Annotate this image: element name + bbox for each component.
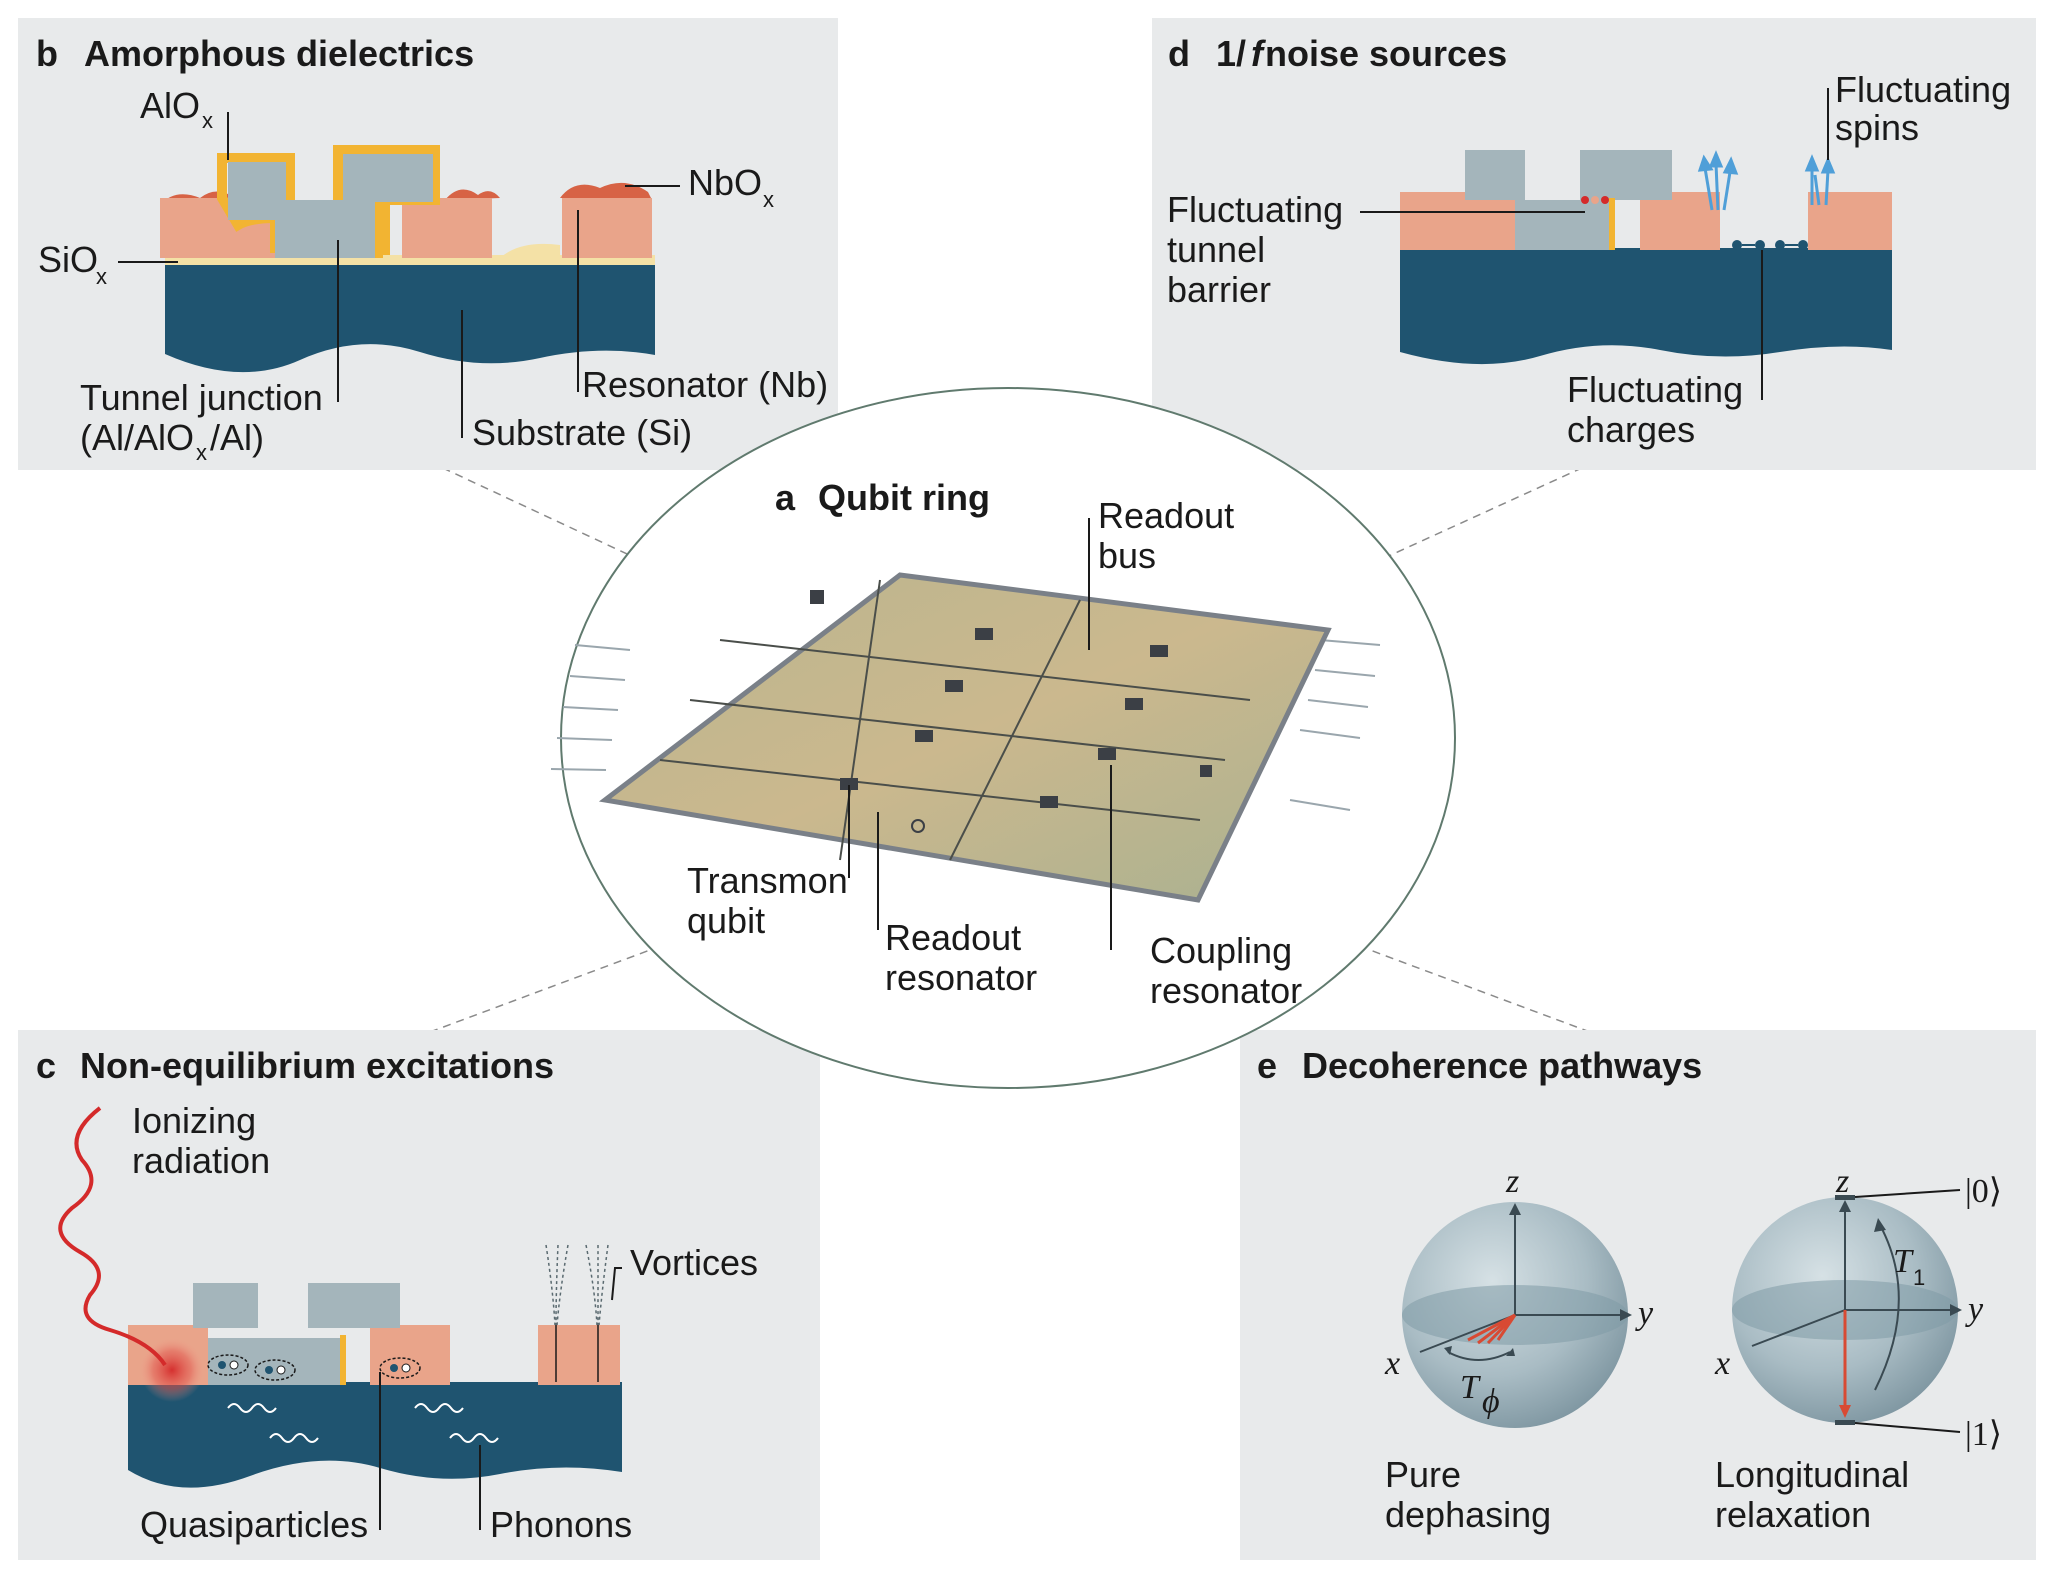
ket-zero-label: |0⟩	[1965, 1173, 2002, 1210]
panel-d: d 1/ f noise sources	[1152, 18, 2036, 470]
fluctuating-tunnel-line1: Fluctuating	[1167, 189, 1343, 230]
dephasing-z-axis-label: z	[1505, 1163, 1519, 1200]
panel-c-title: Non-equilibrium excitations	[80, 1045, 554, 1086]
t1-label: T	[1893, 1243, 1914, 1280]
t-phi-label: T	[1460, 1369, 1481, 1406]
siox-label: SiO	[38, 239, 98, 280]
panel-e: e Decoherence pathways z y x T ϕ Pure	[1240, 1030, 2036, 1560]
tunnel-junction-label-line1: Tunnel junction	[80, 377, 323, 418]
vortex-field-lines	[545, 1244, 609, 1326]
panel-d-title-prefix: 1/	[1216, 33, 1246, 74]
resonator-nb-label: Resonator (Nb)	[582, 364, 828, 405]
tunnel-junction-label-line2a: (Al/AlO	[80, 417, 194, 458]
fluctuating-charges-line2: charges	[1567, 409, 1695, 450]
panel-e-title: Decoherence pathways	[1302, 1045, 1702, 1086]
panel-e-letter: e	[1257, 1045, 1277, 1086]
ket-one-label: |1⟩	[1965, 1416, 2002, 1453]
readout-bus-line2: bus	[1098, 535, 1156, 576]
substrate-si-label: Substrate (Si)	[472, 412, 692, 453]
panel-c: c Non-equilibrium excitations	[18, 1030, 820, 1560]
pure-dephasing-line2: dephasing	[1385, 1494, 1551, 1535]
vortices-label: Vortices	[630, 1242, 758, 1283]
quasiparticles-label: Quasiparticles	[140, 1504, 368, 1545]
phonon-waves	[227, 1403, 499, 1443]
coupling-resonator-line1: Coupling	[1150, 930, 1292, 971]
readout-resonator-line2: resonator	[885, 957, 1037, 998]
bloch-sphere-relaxation	[1732, 1189, 1962, 1433]
relaxation-y-axis-label: y	[1965, 1291, 1984, 1328]
fluctuating-spins-line1: Fluctuating	[1835, 69, 2011, 110]
panel-a: a Qubit ring	[550, 387, 1456, 1089]
transmon-qubit-line2: qubit	[687, 900, 765, 941]
panel-b-letter: b	[36, 33, 58, 74]
fluctuating-charge-dots	[1732, 240, 1808, 250]
longitudinal-relaxation-line2: relaxation	[1715, 1494, 1871, 1535]
panel-a-title: Qubit ring	[818, 477, 990, 518]
bloch-sphere-dephasing	[1402, 1202, 1632, 1428]
fluctuating-charges-line1: Fluctuating	[1567, 369, 1743, 410]
phonons-label: Phonons	[490, 1504, 632, 1545]
fluctuating-tunnel-line2: tunnel	[1167, 229, 1265, 270]
panel-b: b Amorphous dielectrics AlO x NbO x SiO …	[18, 18, 838, 470]
t-phi-subscript: ϕ	[1482, 1383, 1500, 1420]
t1-subscript: 1	[1913, 1265, 1925, 1290]
siox-subscript: x	[96, 264, 107, 289]
panel-b-device	[160, 145, 655, 373]
tunnel-junction-subscript: x	[196, 440, 207, 465]
fluctuating-spin-arrows	[1697, 150, 1836, 211]
relaxation-x-axis-label: x	[1714, 1345, 1730, 1382]
quasiparticle-pairs	[207, 1354, 421, 1381]
relaxation-z-axis-label: z	[1835, 1163, 1849, 1200]
alox-subscript: x	[202, 108, 213, 133]
dephasing-x-axis-label: x	[1384, 1345, 1400, 1382]
panel-d-device	[1400, 150, 1892, 365]
tunnel-junction-label-line2b: /Al)	[210, 417, 264, 458]
fluctuating-tunnel-line3: barrier	[1167, 269, 1271, 310]
ionizing-radiation-line1: Ionizing	[132, 1100, 256, 1141]
readout-bus-line1: Readout	[1098, 495, 1234, 536]
panel-c-letter: c	[36, 1045, 56, 1086]
transmon-qubit-line1: Transmon	[687, 860, 848, 901]
ionizing-radiation-wave	[58, 1106, 167, 1367]
coupling-resonator-line2: resonator	[1150, 970, 1302, 1011]
panel-d-letter: d	[1168, 33, 1190, 74]
dephasing-y-axis-label: y	[1635, 1295, 1654, 1332]
alox-label: AlO	[140, 85, 200, 126]
nbox-subscript: x	[763, 187, 774, 212]
ionizing-radiation-line2: radiation	[132, 1140, 270, 1181]
readout-resonator-line1: Readout	[885, 917, 1021, 958]
connector-lines	[429, 461, 1596, 1033]
panel-d-title-f: f	[1251, 33, 1266, 74]
longitudinal-relaxation-line1: Longitudinal	[1715, 1454, 1909, 1495]
pure-dephasing-line1: Pure	[1385, 1454, 1461, 1495]
panel-d-title-suffix: noise sources	[1265, 33, 1507, 74]
panel-a-letter: a	[775, 477, 796, 518]
fluctuating-spins-line2: spins	[1835, 107, 1919, 148]
panel-b-title: Amorphous dielectrics	[84, 33, 474, 74]
nbox-label: NbO	[688, 162, 762, 203]
